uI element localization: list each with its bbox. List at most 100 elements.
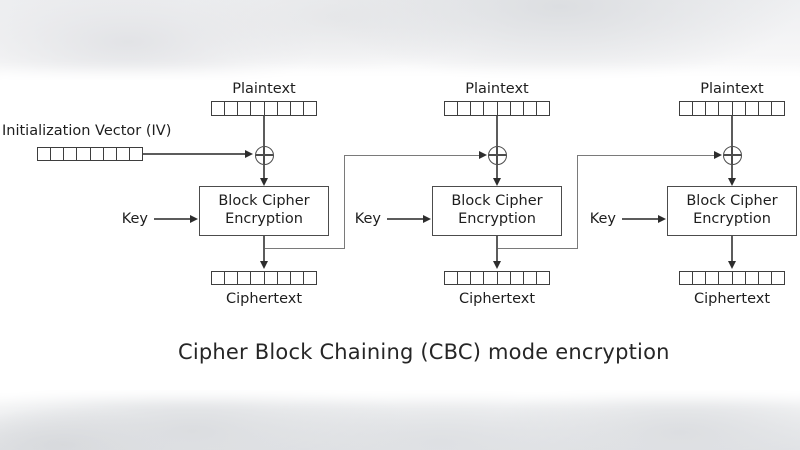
xor-to-box-arrowhead bbox=[727, 177, 736, 186]
iv-label: Initialization Vector (IV) bbox=[2, 123, 172, 139]
register-cell bbox=[498, 272, 511, 284]
bottom-backdrop-band bbox=[0, 388, 800, 450]
key-arrowhead bbox=[422, 214, 431, 223]
register-cell bbox=[719, 272, 733, 284]
xor-to-box-line bbox=[731, 164, 733, 179]
key-label: Key bbox=[589, 211, 616, 227]
register-cell bbox=[680, 102, 694, 115]
key-label: Key bbox=[121, 211, 148, 227]
chain-horizontal-line bbox=[576, 154, 715, 156]
diagram-canvas bbox=[0, 80, 800, 390]
plaintext-to-xor-line bbox=[731, 116, 733, 146]
register-cell bbox=[719, 102, 733, 115]
register-cell bbox=[746, 272, 759, 284]
output-arrowhead bbox=[259, 260, 268, 269]
register-cell bbox=[524, 102, 537, 115]
xor-icon bbox=[254, 145, 274, 165]
ciphertext-register bbox=[679, 271, 785, 285]
register-cell bbox=[746, 102, 759, 115]
xor-to-box-arrowhead bbox=[492, 177, 501, 186]
register-cell bbox=[484, 102, 498, 115]
register-cell bbox=[471, 272, 485, 284]
box-label-line2: Encryption bbox=[458, 210, 536, 227]
register-cell bbox=[91, 148, 104, 160]
register-cell bbox=[265, 272, 278, 284]
box-label-line2: Encryption bbox=[225, 210, 303, 227]
register-cell bbox=[278, 272, 291, 284]
register-cell bbox=[511, 272, 524, 284]
register-cell bbox=[733, 272, 746, 284]
register-cell bbox=[104, 148, 117, 160]
output-arrowhead bbox=[492, 260, 501, 269]
register-cell bbox=[225, 272, 239, 284]
xor-to-box-line bbox=[263, 164, 265, 179]
box-label-line1: Block Cipher bbox=[218, 193, 310, 209]
xor-to-box-arrowhead bbox=[259, 177, 268, 186]
box-label-line1: Block Cipher bbox=[451, 193, 543, 209]
register-cell bbox=[291, 272, 304, 284]
iv-arrow-line bbox=[143, 153, 245, 155]
key-arrowhead bbox=[189, 214, 198, 223]
register-cell bbox=[498, 102, 511, 115]
ciphertext-label: Ciphertext bbox=[693, 291, 771, 307]
plaintext-register bbox=[444, 101, 550, 116]
key-arrowhead bbox=[657, 214, 666, 223]
key-arrow-line bbox=[622, 218, 658, 220]
chain-vertical-line bbox=[576, 154, 578, 249]
register-cell bbox=[238, 272, 252, 284]
register-cell bbox=[445, 102, 459, 115]
register-cell bbox=[693, 102, 707, 115]
register-cell bbox=[706, 272, 720, 284]
register-cell bbox=[212, 102, 226, 115]
chain-vertical-line bbox=[343, 154, 345, 249]
chain-horizontal-line bbox=[343, 154, 480, 156]
register-cell bbox=[484, 272, 498, 284]
register-cell bbox=[458, 272, 472, 284]
key-arrow-line bbox=[154, 218, 190, 220]
output-line bbox=[731, 236, 733, 261]
register-cell bbox=[693, 272, 707, 284]
plaintext-label: Plaintext bbox=[700, 81, 764, 97]
block-cipher-encryption-box: Block Cipher Encryption bbox=[432, 186, 562, 236]
xor-to-box-line bbox=[496, 164, 498, 179]
plaintext-to-xor-line bbox=[263, 116, 265, 146]
output-line bbox=[496, 236, 498, 261]
caption: Cipher Block Chaining (CBC) mode encrypt… bbox=[178, 340, 670, 364]
register-cell bbox=[772, 272, 784, 284]
key-arrow-line bbox=[387, 218, 423, 220]
register-cell bbox=[51, 148, 65, 160]
register-cell bbox=[251, 102, 265, 115]
iv-arrowhead bbox=[245, 149, 253, 158]
register-cell bbox=[471, 102, 485, 115]
iv-register bbox=[37, 147, 143, 161]
register-cell bbox=[64, 148, 78, 160]
register-cell bbox=[265, 102, 278, 115]
box-label-line1: Block Cipher bbox=[686, 193, 778, 209]
register-cell bbox=[511, 102, 524, 115]
plaintext-register bbox=[211, 101, 317, 116]
box-label-line2: Encryption bbox=[693, 210, 771, 227]
register-cell bbox=[251, 272, 265, 284]
block-cipher-encryption-box: Block Cipher Encryption bbox=[667, 186, 797, 236]
register-cell bbox=[117, 148, 130, 160]
register-cell bbox=[445, 272, 459, 284]
top-backdrop-band bbox=[0, 0, 800, 84]
block-cipher-encryption-box: Block Cipher Encryption bbox=[199, 186, 329, 236]
plaintext-label: Plaintext bbox=[465, 81, 529, 97]
register-cell bbox=[706, 102, 720, 115]
ciphertext-register bbox=[211, 271, 317, 285]
chain-arrowhead bbox=[714, 150, 722, 159]
output-line bbox=[263, 236, 265, 261]
chain-arrowhead bbox=[479, 150, 487, 159]
xor-icon bbox=[722, 145, 742, 165]
register-cell bbox=[524, 272, 537, 284]
register-cell bbox=[759, 272, 772, 284]
register-cell bbox=[733, 102, 746, 115]
register-cell bbox=[225, 102, 239, 115]
ciphertext-label: Ciphertext bbox=[458, 291, 536, 307]
xor-icon bbox=[487, 145, 507, 165]
register-cell bbox=[772, 102, 784, 115]
register-cell bbox=[759, 102, 772, 115]
